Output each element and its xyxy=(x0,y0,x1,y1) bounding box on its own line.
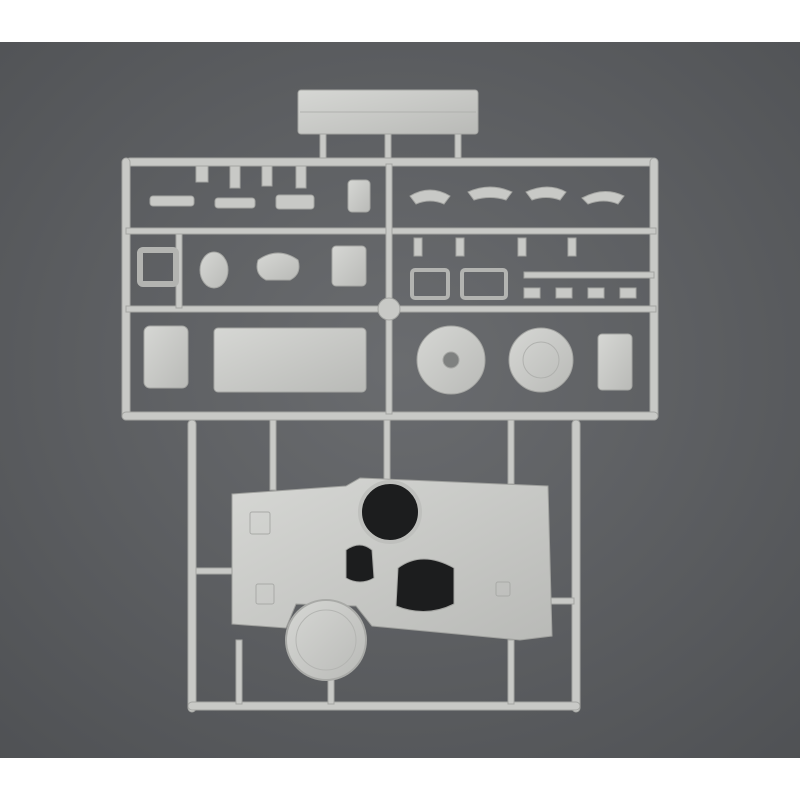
lower-frame-bottom xyxy=(187,701,581,711)
upper-frame-right xyxy=(649,157,659,421)
lower-frame-right xyxy=(571,419,581,713)
turret-ring xyxy=(285,599,367,681)
hull-part xyxy=(231,477,553,641)
wheel-2 xyxy=(508,327,574,393)
lower-frame-left xyxy=(187,419,197,713)
sprue-photo xyxy=(0,42,800,758)
upper-frame-left xyxy=(121,157,131,421)
backdrop xyxy=(0,42,800,758)
photo-frame xyxy=(0,42,800,758)
small-box xyxy=(597,333,633,391)
panel-part xyxy=(213,327,367,393)
box-part xyxy=(143,325,189,389)
sprue xyxy=(121,89,659,713)
